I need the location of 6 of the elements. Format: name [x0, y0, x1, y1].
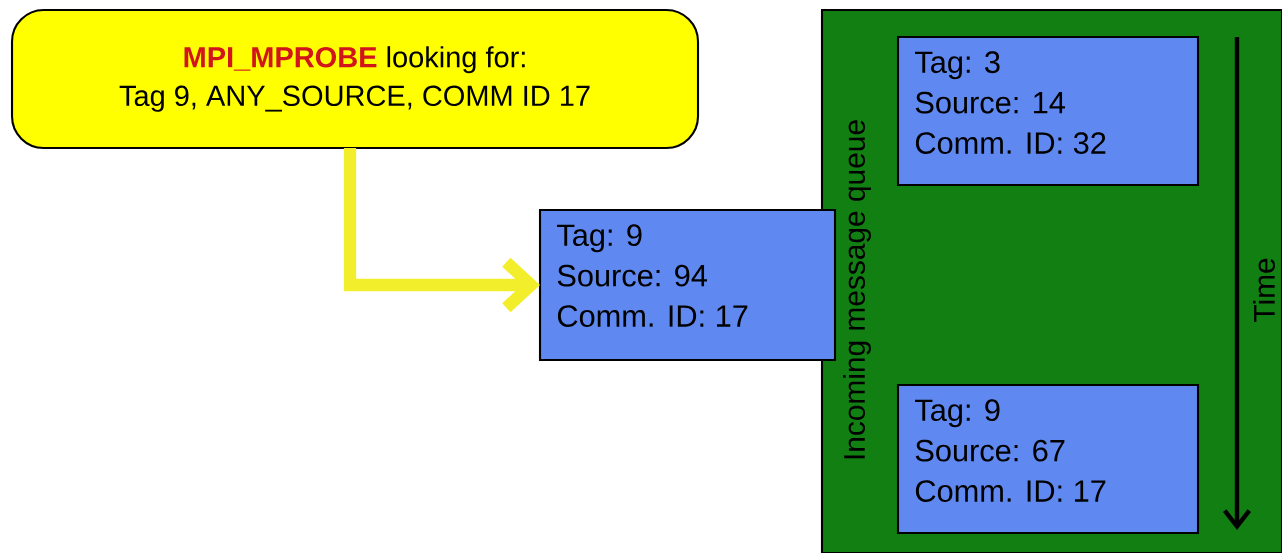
arrow	[343, 148, 540, 313]
axis-label: Time	[1253, 258, 1275, 322]
message-box: Tag: 3 Source: 14 Comm. ID: 32	[896, 35, 1200, 187]
probe-box: MPI_MPROBE looking for: Tag 9, ANY_SOURCE, COMM ID 17	[10, 8, 700, 150]
message-box: Tag: 9 Source: 94 Comm. ID: 17	[538, 208, 837, 362]
message-box: Tag: 9 Source: 67 Comm. ID: 17	[896, 383, 1200, 535]
